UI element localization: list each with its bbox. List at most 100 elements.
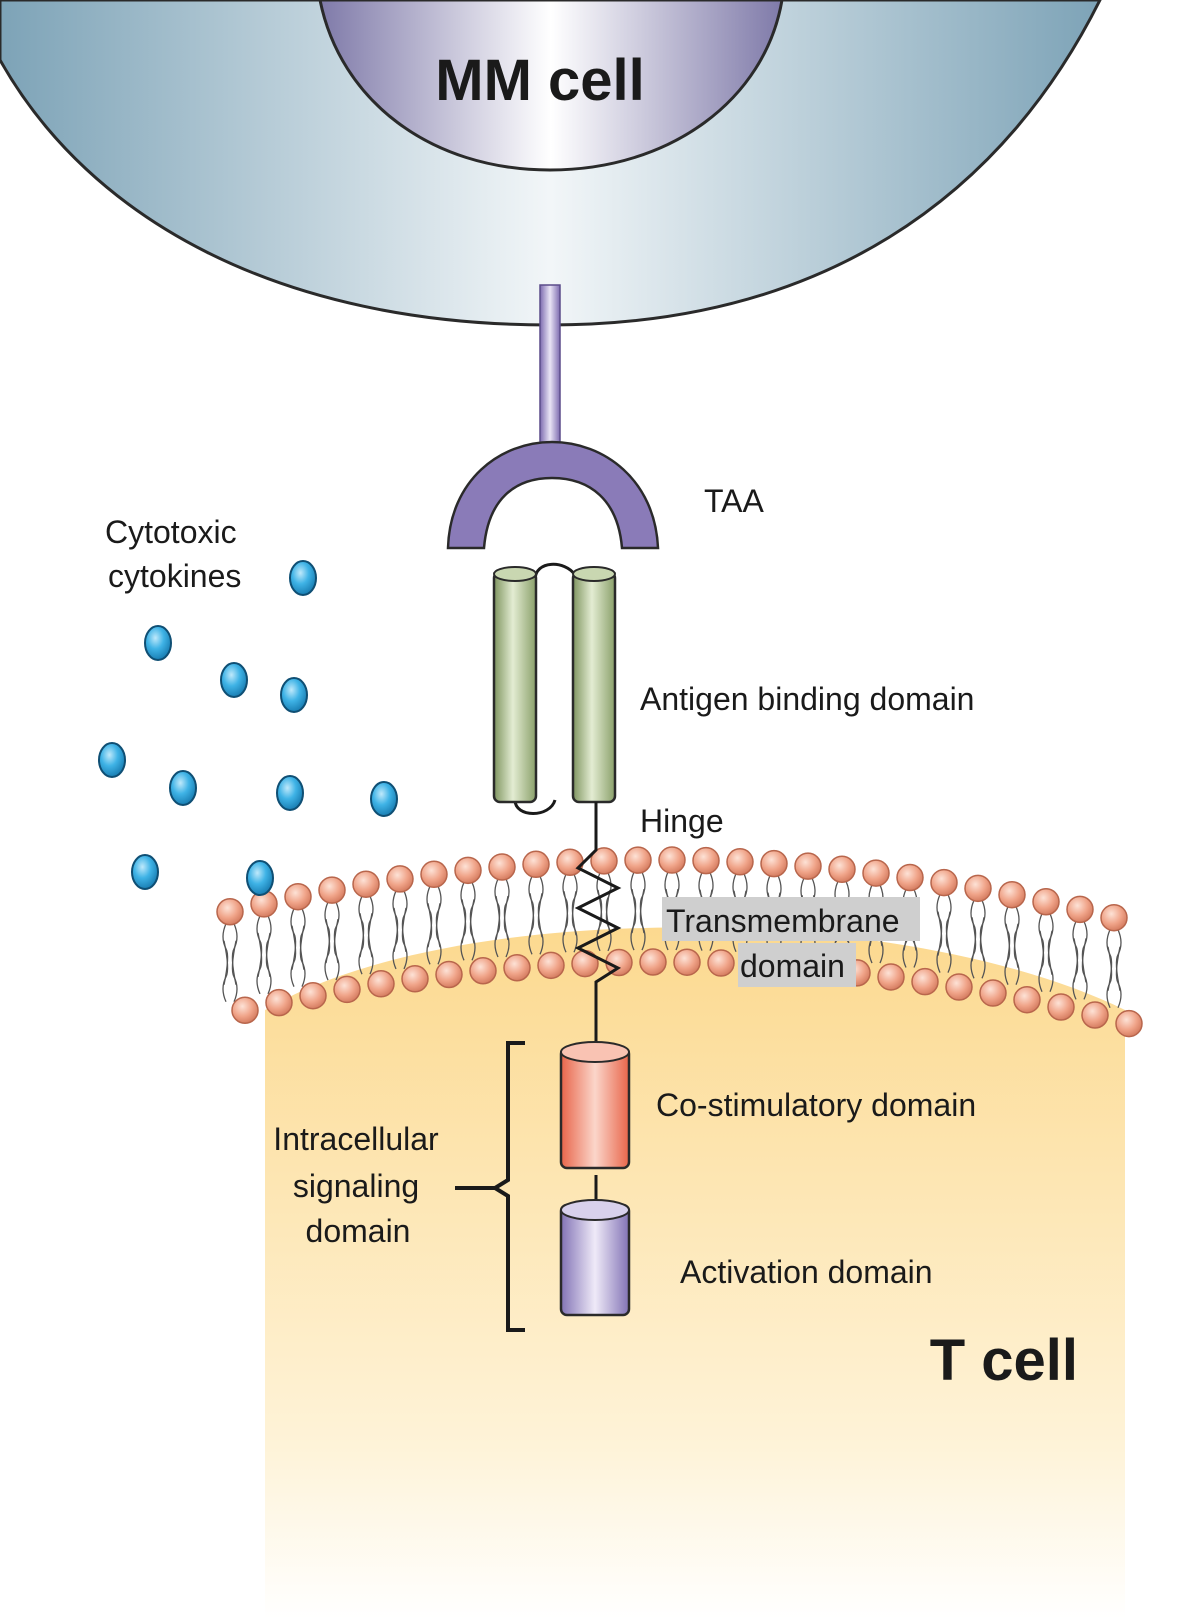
antigen-binding-label: Antigen binding domain: [640, 681, 974, 717]
lipid-head: [964, 874, 992, 903]
lipid-tail: [358, 895, 374, 958]
cytokine-bead: [289, 560, 317, 596]
cytokine-bead: [169, 770, 197, 806]
lipid-tail: [528, 893, 544, 955]
cytokines-label-line2: cytokines: [108, 558, 241, 594]
lipid-head: [692, 846, 720, 875]
t-cell-label: T cell: [930, 1328, 1078, 1393]
lipid-tail: [494, 895, 510, 958]
lipid-tail: [1106, 946, 1122, 1008]
cytokine-bead: [370, 781, 398, 817]
lipid-head: [673, 948, 701, 976]
lipid-tail: [222, 940, 238, 1003]
lipid-head: [1013, 985, 1041, 1014]
lipid-head: [556, 848, 584, 877]
lipid-head: [420, 860, 448, 889]
lipid-tail: [290, 908, 306, 970]
lipid-head: [367, 970, 395, 998]
lipid-head: [658, 846, 686, 874]
lipid-tail: [460, 899, 476, 961]
cytokines-label-line1: Cytotoxic: [105, 514, 237, 550]
lipid-head: [1100, 903, 1128, 932]
taa-stalk: [539, 284, 561, 451]
lipid-head: [930, 868, 958, 897]
lipid-head: [537, 951, 565, 980]
lipid-tail: [494, 878, 510, 941]
intracellular-label-line1: Intracellular: [273, 1121, 439, 1157]
transmembrane-label-line2: domain: [740, 948, 845, 984]
lipid-head: [590, 847, 618, 875]
lipid-tail: [596, 889, 612, 952]
lipid-tail: [970, 900, 986, 962]
intracellular-label-line3: domain: [306, 1213, 411, 1249]
taa-arc: [446, 440, 660, 550]
mm-cell-nucleus: [318, 0, 784, 172]
lipid-head: [522, 850, 550, 879]
lipid-head: [639, 948, 667, 976]
cytokine-bead: [220, 662, 248, 698]
lipid-head: [1032, 887, 1060, 916]
lipid-head: [435, 960, 463, 989]
lipid-head: [945, 973, 973, 1001]
lipid-head: [1066, 895, 1094, 924]
lipid-head: [299, 981, 327, 1010]
lipid-head: [998, 880, 1026, 909]
lipid-head: [333, 975, 361, 1004]
lipid-head: [862, 859, 890, 887]
lipid-tail: [1038, 930, 1054, 992]
transmembrane-label-highlight: [662, 897, 920, 941]
lipid-head: [352, 870, 380, 898]
lipid-tail: [630, 871, 646, 934]
lipid-tail: [324, 918, 340, 981]
cytokine-bead: [246, 860, 274, 896]
lipid-tail: [1072, 921, 1088, 983]
lipid-tail: [630, 889, 646, 951]
lipid-head: [216, 898, 244, 926]
lipid-tail: [1038, 913, 1054, 975]
lipid-tail: [460, 882, 476, 944]
cytokine-bead: [144, 625, 172, 661]
lipid-tail: [1106, 929, 1122, 991]
lipid-tail: [562, 874, 578, 936]
lipid-tail: [324, 901, 340, 964]
cytokine-bead: [280, 677, 308, 713]
lipid-head: [794, 852, 822, 880]
transmembrane-label-highlight-2: [738, 943, 856, 987]
lipid-head: [488, 853, 516, 881]
cytotoxic-cytokines: [98, 560, 398, 896]
t-cell-body: [265, 927, 1125, 1619]
lipid-head: [726, 848, 754, 876]
lipid-tail: [1072, 938, 1088, 1000]
lipid-tail: [1004, 923, 1020, 985]
costimulatory-label: Co-stimulatory domain: [656, 1087, 976, 1123]
lipid-head: [1081, 1001, 1109, 1029]
mm-cell: [0, 0, 1102, 327]
lipid-tail: [936, 894, 952, 956]
transmembrane-label-line1: Transmembrane: [666, 903, 900, 939]
lipid-head: [979, 979, 1007, 1007]
lipid-head: [265, 988, 293, 1017]
lipid-tail: [562, 891, 578, 953]
cytokine-bead: [131, 854, 159, 890]
hinge-linker: [574, 802, 622, 1060]
lipid-head: [877, 963, 905, 991]
antigen-binding-domain: [492, 562, 617, 815]
cytokine-bead: [276, 775, 304, 811]
lipid-head: [231, 996, 259, 1024]
lipid-head: [828, 855, 856, 884]
lipid-tail: [290, 925, 306, 987]
lipid-tail: [256, 915, 272, 978]
lipid-head: [503, 953, 531, 982]
lipid-tail: [426, 903, 442, 965]
lipid-head: [469, 957, 497, 985]
lipid-tail: [392, 907, 408, 970]
activation-domain: [559, 1199, 631, 1317]
lipid-head: [707, 949, 735, 977]
lipid-head: [896, 863, 924, 892]
lipid-head: [1115, 1009, 1143, 1038]
lipid-tail: [970, 917, 986, 979]
lipid-tail: [426, 886, 442, 948]
mm-cell-label: MM cell: [435, 48, 645, 113]
lipid-head: [454, 856, 482, 885]
